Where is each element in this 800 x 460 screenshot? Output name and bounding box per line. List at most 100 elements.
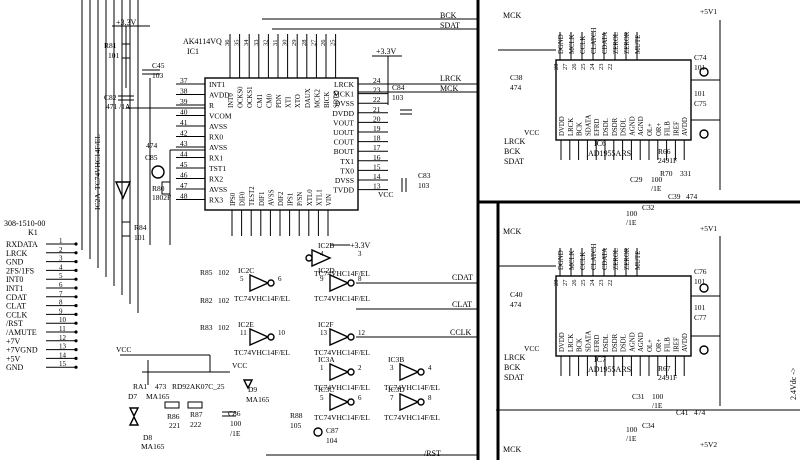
gate-part-label: TC74VHC14F/EL bbox=[314, 294, 370, 303]
net-mck-d: MCK bbox=[503, 445, 521, 454]
ic1-pin-name: AVSS bbox=[209, 185, 227, 194]
gate-part-label: TC74VHC14F/EL bbox=[234, 348, 290, 357]
dac-top-pin-num: 25 bbox=[580, 64, 587, 71]
plus33-label-c: +3.3V bbox=[350, 241, 371, 250]
d8-part: MA165 bbox=[141, 442, 165, 451]
ic1-pin-num: 19 bbox=[373, 124, 381, 133]
c32-rating: /1E bbox=[626, 218, 637, 227]
dac-top-pin-name: ZEROR bbox=[624, 247, 631, 270]
c34-ref: C34 bbox=[642, 421, 655, 430]
ic1-top-pin-name: CM0 bbox=[266, 93, 273, 108]
ic1-top-pin-name: SDTO bbox=[334, 90, 341, 108]
gate-part-label: TC74VHC14F/EL bbox=[234, 294, 290, 303]
ic1-pin-name: AVSS bbox=[209, 122, 227, 131]
ic1-bottom-pin-name: DIF0 bbox=[240, 191, 247, 206]
k1-pin-number: 4 bbox=[59, 263, 63, 271]
r82-ref: R82 bbox=[200, 296, 213, 305]
c29-rating: /1E bbox=[651, 184, 662, 193]
ic1-supply: +3.3V +3.3V +3.3V bbox=[112, 18, 402, 250]
dac-bottom-pin-name: EFRD bbox=[594, 119, 601, 136]
vout-note: 2.4Vdc -> bbox=[789, 367, 798, 400]
c29-val: 100 bbox=[651, 175, 663, 184]
inverter-gate bbox=[329, 392, 350, 412]
r80-val: 1802F bbox=[152, 193, 171, 202]
dac-top-pin-num: 26 bbox=[571, 279, 578, 286]
dac-bottom-pin-name: DSDL bbox=[621, 118, 628, 136]
r70-val: 331 bbox=[680, 169, 692, 178]
ic1-top-pin-num: 27 bbox=[310, 39, 317, 46]
gate-ref-label: IC2B bbox=[318, 241, 334, 250]
ic1-top-pin-name: BICK bbox=[324, 92, 331, 108]
gate-ref-label: IC3A bbox=[318, 355, 335, 364]
ic1-pin-num: 21 bbox=[373, 105, 381, 114]
net-clat: CLAT bbox=[452, 300, 472, 309]
vcc-label-c: VCC bbox=[232, 361, 247, 370]
k1-pin-number: 13 bbox=[59, 343, 67, 351]
inverter-gate bbox=[329, 362, 350, 382]
inverter-gate bbox=[399, 392, 420, 412]
ic1-top-pin-name: CM1 bbox=[257, 94, 264, 108]
c83-ref: C83 bbox=[418, 171, 431, 180]
r86-ref: R86 bbox=[167, 412, 180, 421]
dac-bottom-pin-name: BCK bbox=[577, 338, 584, 352]
ic1-part-label: AK4114VQ bbox=[183, 37, 222, 46]
dac-top-pin-name: CDATA bbox=[602, 248, 609, 270]
r70-ref: R70 bbox=[660, 169, 673, 178]
dac-top-pin-num: 28 bbox=[553, 64, 560, 71]
dac-bottom-pin-name: OL+ bbox=[647, 339, 654, 352]
dac-bottom-pin-name: LRCK bbox=[568, 334, 575, 352]
c39-val: 474 bbox=[686, 192, 698, 201]
dac-bottom-pin-name: AVDD bbox=[682, 117, 689, 136]
gate-part-label: TC74VHC14F/EL bbox=[384, 413, 440, 422]
k1-pin-number: 2 bbox=[59, 246, 63, 254]
gate-part-label: TC74VHC14F/EL bbox=[314, 269, 370, 278]
dac-bottom-pin-name: SDATA bbox=[585, 331, 592, 352]
dac-top-pin-name: DGND bbox=[558, 34, 565, 54]
ic1-pin-num: 16 bbox=[373, 153, 381, 162]
r67-ref: R67 bbox=[658, 364, 671, 373]
ic1-pin-name: R bbox=[209, 101, 214, 110]
ic1-right-passives: C84 103 C83 103 VCC bbox=[378, 83, 431, 199]
dac-top-pin-name: MUTE bbox=[635, 35, 642, 54]
c74-ref: C74 bbox=[694, 53, 707, 62]
r88-ref: R88 bbox=[290, 411, 303, 420]
gate-pin-in: 7 bbox=[390, 394, 394, 402]
gate-ref-label: IC2F bbox=[318, 320, 333, 329]
net-mck-c: MCK bbox=[503, 227, 521, 236]
ic1-top-pin-num: 33 bbox=[253, 40, 260, 47]
ic1-top-pin-num: 36 bbox=[224, 39, 231, 46]
r83-val: 102 bbox=[218, 323, 230, 332]
dac-top-pin-name: MCLK bbox=[569, 250, 576, 270]
gate-pin-out: 3 bbox=[358, 250, 362, 258]
dac-bottom-pin-name: IREF bbox=[673, 337, 680, 352]
ic1-pin-num: 22 bbox=[373, 95, 381, 104]
dac-bottom-pin-name: DSDR bbox=[612, 117, 619, 136]
ic1-pin-name: AVDD bbox=[209, 91, 230, 100]
ic1-pin-name: TST1 bbox=[209, 164, 226, 173]
dac-bottom-pin-name: DSDL bbox=[603, 334, 610, 352]
c74-val: 101 bbox=[694, 63, 706, 72]
ic1-pin-num: 18 bbox=[373, 134, 381, 143]
r87-val: 222 bbox=[190, 420, 202, 429]
ic1-bottom-pin-name: IPS1 bbox=[288, 193, 295, 206]
ic1-pin-name: RX1 bbox=[209, 154, 223, 163]
r87-ref: R87 bbox=[190, 410, 203, 419]
c29-ref: C29 bbox=[630, 175, 643, 184]
k1-pin-number: 7 bbox=[59, 290, 63, 298]
ic1-top-pin-num: 26 bbox=[320, 39, 327, 46]
inverter-gate bbox=[329, 273, 350, 293]
ic1-top-pin-num: 28 bbox=[301, 40, 308, 47]
dac-top-pin-num: 23 bbox=[598, 64, 605, 71]
dac-top-pin-name: CDATA bbox=[602, 32, 609, 54]
net-lrck-c: LRCK bbox=[504, 353, 526, 362]
ic1-pin-num: 13 bbox=[373, 182, 381, 191]
gate-pin-out: 2 bbox=[358, 364, 362, 372]
c77-ref: C77 bbox=[694, 313, 707, 322]
gate-ref-label: IC2C bbox=[238, 266, 254, 275]
net-bck-c: BCK bbox=[504, 363, 521, 372]
ic1-pin-name: RX3 bbox=[209, 196, 223, 205]
ic1-pin-num: 45 bbox=[180, 160, 188, 169]
dac-bottom-pin-name: SDATA bbox=[585, 115, 592, 136]
ic1-bottom-pin-name: DIF1 bbox=[259, 192, 266, 206]
